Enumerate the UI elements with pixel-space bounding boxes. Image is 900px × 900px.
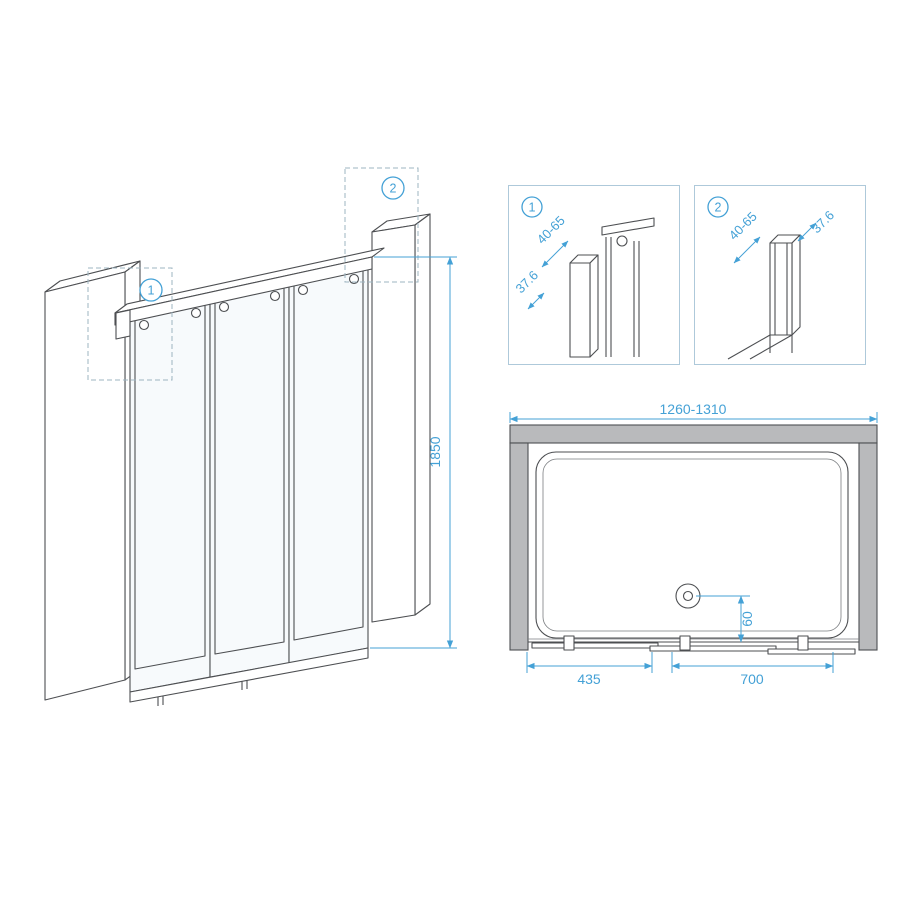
detail-view-1: 1 40-65 37.6 [508,185,680,365]
roller-icon [297,284,309,296]
right-wall-side-face [414,213,431,616]
back-wall [509,424,878,444]
detail-view-2: 2 40-65 37.6 [694,185,866,365]
bracket [679,635,691,651]
plan-dimensions: 1260-1310 435 700 60 [509,401,878,687]
dimension-line [797,222,817,242]
right-wall-front-face [371,224,416,623]
dimension-line [541,240,569,268]
glass-panel-3 [288,255,369,664]
sliding-panels [129,255,369,693]
detail-callout-1: 1 [87,267,173,381]
wall-channel-section [727,234,801,360]
height-dim-label: 1850 [427,436,443,467]
detail-1-label: 1 [529,201,536,215]
detail-2-callout-circle [707,196,729,218]
bottom-track-face [129,647,369,703]
detail-1-dashed-box [87,267,173,381]
tray-outer-edge [535,451,849,639]
callout-1-circle [139,278,163,302]
channel-front-face [769,242,793,336]
track-section [601,217,655,236]
panel-plan-2 [649,645,777,652]
bracket [563,635,575,651]
rail-wall-bracket [115,309,131,340]
detail-2-dashed-box [344,167,419,283]
glass-panel-2 [209,272,290,678]
roller-assemblies [138,273,360,331]
height-dimension: 1850 [370,256,457,649]
profile-side-face [589,254,599,358]
door-track-plan [528,635,859,655]
callout-2-label: 2 [390,182,397,196]
wall-profile-section [569,217,655,358]
left-section-dim-label: 435 [577,671,601,687]
detail-1-callout-circle [521,196,543,218]
dimension-line [527,292,545,310]
panel-plan-3 [767,648,856,655]
right-wall-panel [371,213,431,623]
left-wall-front-face [44,271,126,701]
front-isometric-view: 1 2 1850 [44,167,457,706]
roller-icon [269,290,281,302]
panel-plan-1 [531,642,659,649]
plan-view: 1260-1310 435 700 60 [509,401,878,687]
drain-offset-dim-label: 60 [739,611,755,627]
glass-panel-1 [129,289,211,693]
roller-icon [218,301,230,313]
callout-2-circle [381,176,405,200]
roller-icon [348,273,360,285]
profile-front-face [569,262,591,358]
shower-tray [535,451,849,639]
door-opening-dim-label: 700 [740,671,764,687]
left-wall [509,442,529,651]
detail-2-label: 2 [715,201,722,215]
right-wall [858,442,878,651]
channel-side-face [791,234,801,336]
detail-callout-2: 2 [344,167,419,283]
roller-icon [616,235,628,247]
bottom-track [129,647,369,706]
walls-plan [509,424,878,651]
overall-width-dim-label: 1260-1310 [660,401,727,417]
callout-1-label: 1 [148,284,155,298]
wall-edge [749,334,793,360]
roller-icon [138,319,150,331]
roller-icon [190,307,202,319]
dimension-line [733,236,761,264]
wall-edge [727,334,771,360]
top-rail [114,247,385,340]
tray-inner-edge [542,458,842,632]
drain-center [682,590,694,602]
bracket [797,635,809,651]
rail-front-face [114,256,373,326]
